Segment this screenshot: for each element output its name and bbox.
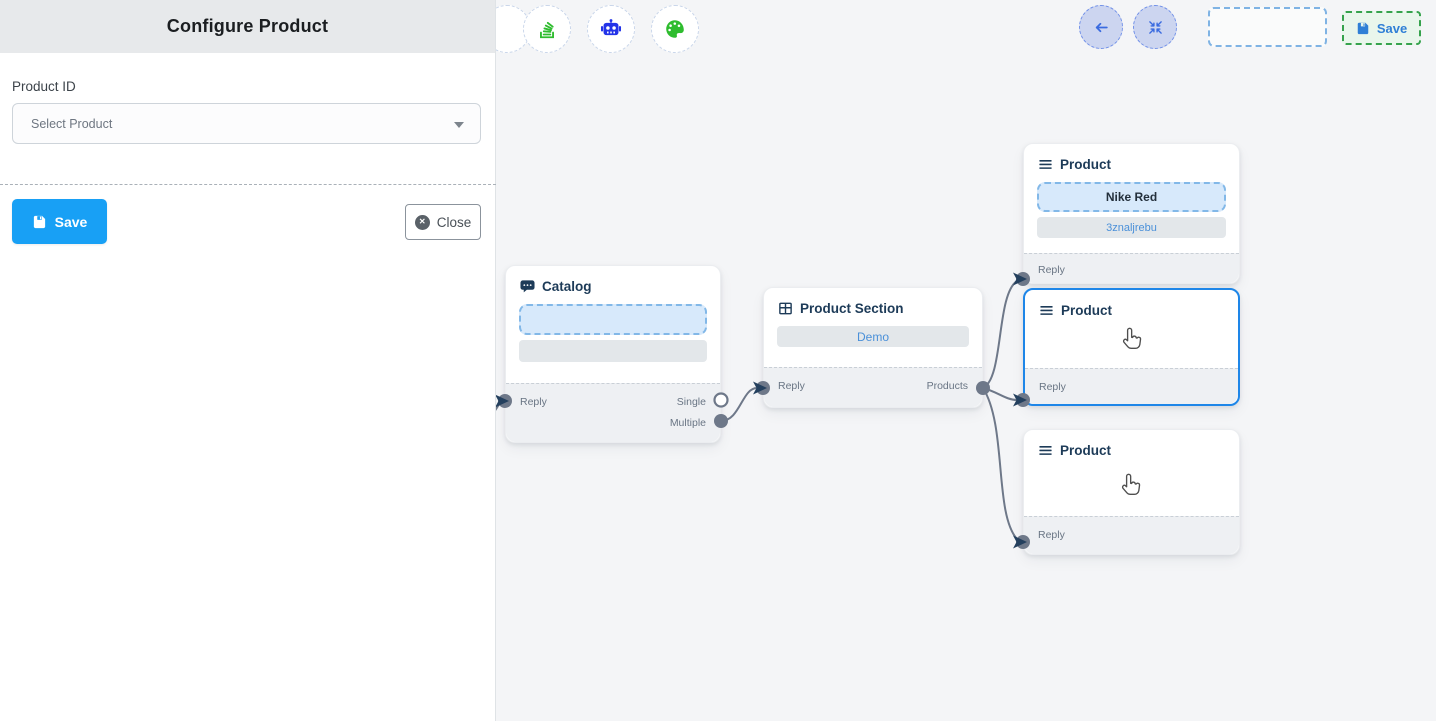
edge-offscreen-to-catalog-reply bbox=[496, 400, 503, 411]
flow-canvas[interactable]: Save Catalog Reply Single Multi bbox=[496, 0, 1436, 721]
list-icon bbox=[1038, 443, 1053, 458]
node-title: Catalog bbox=[542, 279, 592, 294]
node-product-3-header[interactable]: Product bbox=[1024, 430, 1239, 462]
panel-divider bbox=[0, 184, 496, 185]
node-title: Product bbox=[1060, 157, 1112, 172]
toolbar-button-palette[interactable] bbox=[651, 5, 699, 53]
node-title: Product Section bbox=[800, 301, 904, 316]
toolbar-button-robot[interactable] bbox=[587, 5, 635, 53]
save-button-label: Save bbox=[54, 213, 88, 230]
node-product-2-header[interactable]: Product bbox=[1025, 290, 1238, 322]
node-product-1-header[interactable]: Product bbox=[1024, 144, 1239, 176]
node-product-3[interactable]: Product Reply bbox=[1023, 429, 1240, 555]
fit-view-button[interactable] bbox=[1133, 5, 1177, 49]
chevron-down-icon bbox=[454, 122, 464, 128]
port-label-reply: Reply bbox=[1038, 263, 1065, 276]
list-icon bbox=[1039, 303, 1054, 318]
panel-actions: Save ✕ Close bbox=[0, 199, 496, 249]
chat-dots-icon bbox=[520, 279, 535, 294]
port-label-reply: Reply bbox=[1039, 381, 1066, 393]
port-label-multiple: Multiple bbox=[669, 416, 706, 429]
save-button[interactable]: Save bbox=[12, 199, 107, 244]
hand-cursor-icon bbox=[1117, 326, 1144, 358]
node-product-2[interactable]: Product Reply bbox=[1023, 288, 1240, 406]
product-select-placeholder: Select Product bbox=[31, 116, 113, 131]
compress-icon bbox=[1148, 20, 1163, 35]
canvas-save-button[interactable]: Save bbox=[1342, 11, 1421, 45]
node-catalog[interactable]: Catalog Reply Single Multiple bbox=[505, 265, 721, 443]
back-button[interactable] bbox=[1079, 5, 1123, 49]
edge-products-to-product1-reply bbox=[982, 280, 1018, 389]
grid-icon bbox=[778, 301, 793, 316]
robot-icon bbox=[600, 18, 622, 40]
port-label-reply: Reply bbox=[520, 395, 547, 408]
save-icon bbox=[32, 214, 47, 229]
product-section-field-demo[interactable]: Demo bbox=[777, 326, 969, 347]
product-field-id[interactable]: 3znaljrebu bbox=[1037, 217, 1226, 238]
close-icon: ✕ bbox=[414, 214, 430, 230]
stack-icon bbox=[536, 18, 558, 40]
hand-cursor-icon bbox=[1116, 472, 1143, 504]
configure-product-panel: Configure Product Product ID Select Prod… bbox=[0, 0, 496, 721]
catalog-field-empty-2[interactable] bbox=[519, 340, 707, 362]
arrow-left-icon bbox=[1093, 19, 1110, 36]
node-product-1[interactable]: Product Nike Red 3znaljrebu Reply bbox=[1023, 143, 1240, 284]
product-select[interactable]: Select Product bbox=[12, 103, 481, 144]
node-product-section-header[interactable]: Product Section bbox=[764, 288, 982, 320]
close-button[interactable]: ✕ Close bbox=[405, 204, 481, 240]
canvas-save-label: Save bbox=[1376, 20, 1408, 36]
selection-box[interactable] bbox=[1208, 7, 1327, 47]
page-title: Configure Product bbox=[166, 16, 329, 36]
port-label-reply: Reply bbox=[778, 379, 805, 392]
list-icon bbox=[1038, 157, 1053, 172]
node-title: Product bbox=[1061, 303, 1113, 318]
toolbar-button-stack[interactable] bbox=[523, 5, 571, 53]
port-label-reply: Reply bbox=[1038, 529, 1065, 541]
port-label-products: Products bbox=[926, 379, 968, 392]
palette-icon bbox=[664, 18, 686, 40]
edge-products-to-product3-reply bbox=[982, 387, 1018, 540]
catalog-field-empty[interactable] bbox=[519, 304, 707, 335]
edge-multiple-to-section-reply bbox=[720, 387, 758, 422]
save-icon bbox=[1356, 21, 1370, 35]
panel-header: Configure Product bbox=[0, 0, 495, 53]
edge-products-to-product2-reply bbox=[982, 387, 1018, 401]
close-button-label: Close bbox=[436, 214, 472, 230]
product-field-nike-red[interactable]: Nike Red bbox=[1037, 182, 1226, 212]
panel-body: Product ID Select Product bbox=[0, 53, 495, 144]
node-catalog-header[interactable]: Catalog bbox=[506, 266, 720, 298]
product-id-label: Product ID bbox=[12, 79, 76, 94]
port-label-single: Single bbox=[676, 395, 706, 408]
node-title: Product bbox=[1060, 443, 1112, 458]
node-product-section[interactable]: Product Section Demo Reply Products bbox=[763, 287, 983, 408]
